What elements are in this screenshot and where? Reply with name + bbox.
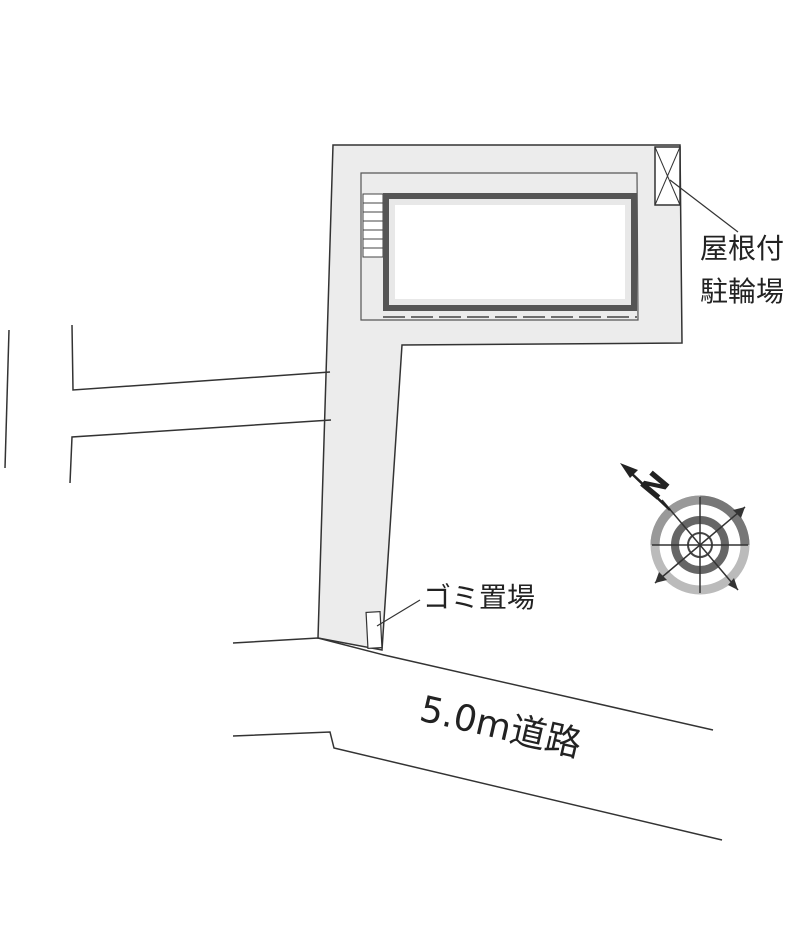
garbage-area-leader: [376, 599, 421, 627]
garbage-area-box: [365, 611, 383, 649]
road-edges: [232, 637, 723, 841]
bicycle-parking-box: [654, 146, 681, 206]
bicycle-parking-leader: [669, 179, 739, 233]
building-courtyard: [360, 172, 639, 321]
apartment-building: [383, 193, 637, 318]
north-label: N: [634, 465, 677, 507]
road-label: 5.0m道路: [416, 689, 585, 766]
stairs: [362, 193, 384, 258]
side-street: [4, 324, 332, 484]
garbage-area-label: ゴミ置場: [423, 581, 535, 614]
bicycle-parking-label-line2: 駐輪場: [700, 275, 784, 308]
bicycle-parking-label-line1: 屋根付: [700, 232, 784, 265]
north-arrow-compass-icon: [620, 463, 750, 595]
